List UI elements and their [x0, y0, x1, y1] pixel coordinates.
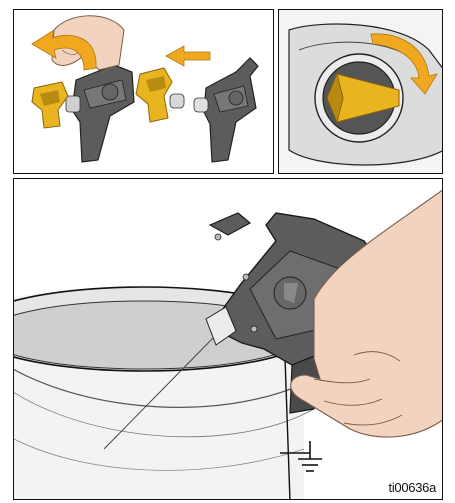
- figure-id-label: ti00636a: [389, 480, 436, 495]
- tip-guard-icon: [32, 82, 68, 128]
- panel-rotate-spray-tip: [278, 9, 443, 174]
- spray-into-pail-illustration: [14, 179, 443, 500]
- rotate-spray-tip-illustration: [279, 10, 443, 174]
- panel-remove-tip-guard: [13, 9, 274, 174]
- spray-gun-icon: [194, 58, 258, 162]
- tip-guard-icon: [136, 68, 184, 122]
- panel-spray-into-pail: ti00636a: [13, 178, 443, 500]
- remove-tip-guard-illustration: [14, 10, 274, 174]
- direction-arrow-icon: [166, 46, 210, 66]
- spray-gun-icon: [66, 65, 134, 162]
